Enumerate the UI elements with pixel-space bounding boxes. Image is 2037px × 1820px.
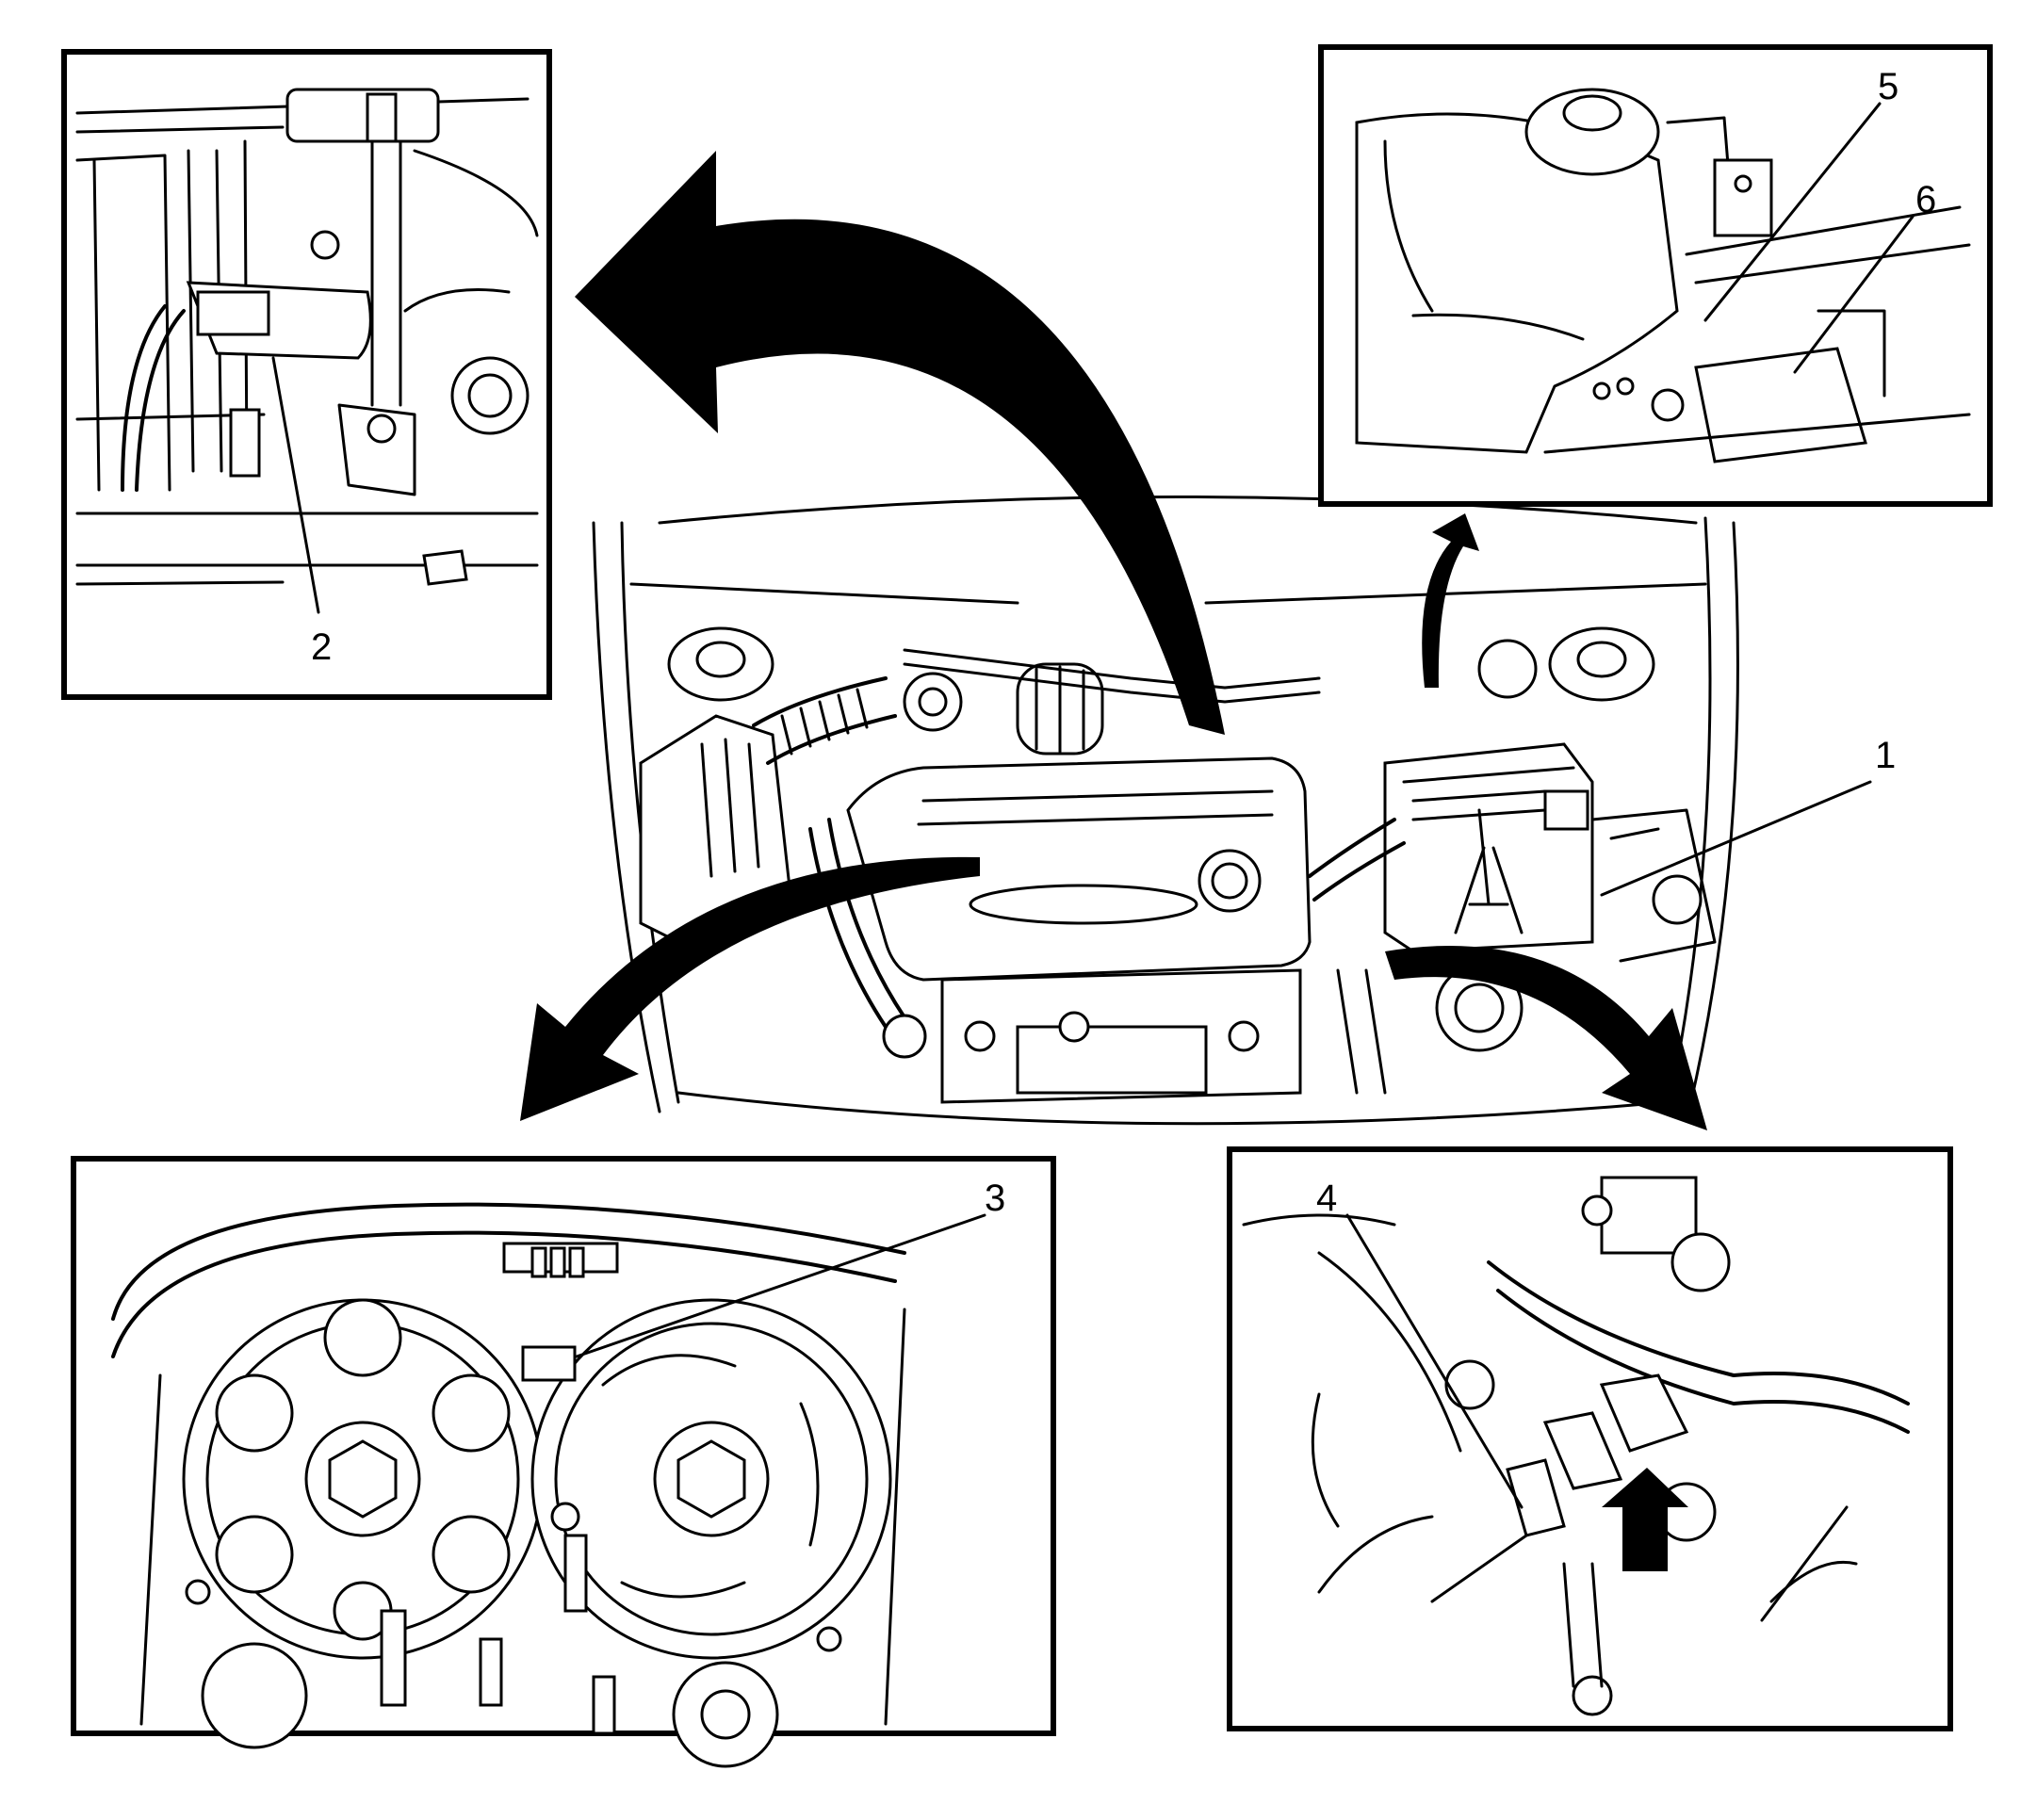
inset-top-left	[61, 49, 552, 700]
inset-bottom-left	[71, 1156, 1056, 1768]
arrow-to-inset-2	[575, 151, 1225, 735]
callout-5: 5	[1878, 66, 1898, 107]
inset-bottom-right	[1227, 1146, 1953, 1731]
callout-4: 4	[1316, 1178, 1337, 1219]
callout-2: 2	[311, 626, 332, 668]
engine-bay-overview	[592, 496, 1739, 1126]
arrow-to-inset-3	[520, 856, 980, 1121]
callout-3: 3	[985, 1178, 1005, 1219]
inset-top-right	[1318, 44, 1993, 507]
arrow-to-inset-5-6	[1422, 513, 1479, 688]
callout-6: 6	[1915, 179, 1936, 220]
arrow-to-inset-4	[1385, 946, 1707, 1130]
callout-1: 1	[1875, 735, 1896, 776]
arrow-up-icon	[1602, 1468, 1688, 1571]
